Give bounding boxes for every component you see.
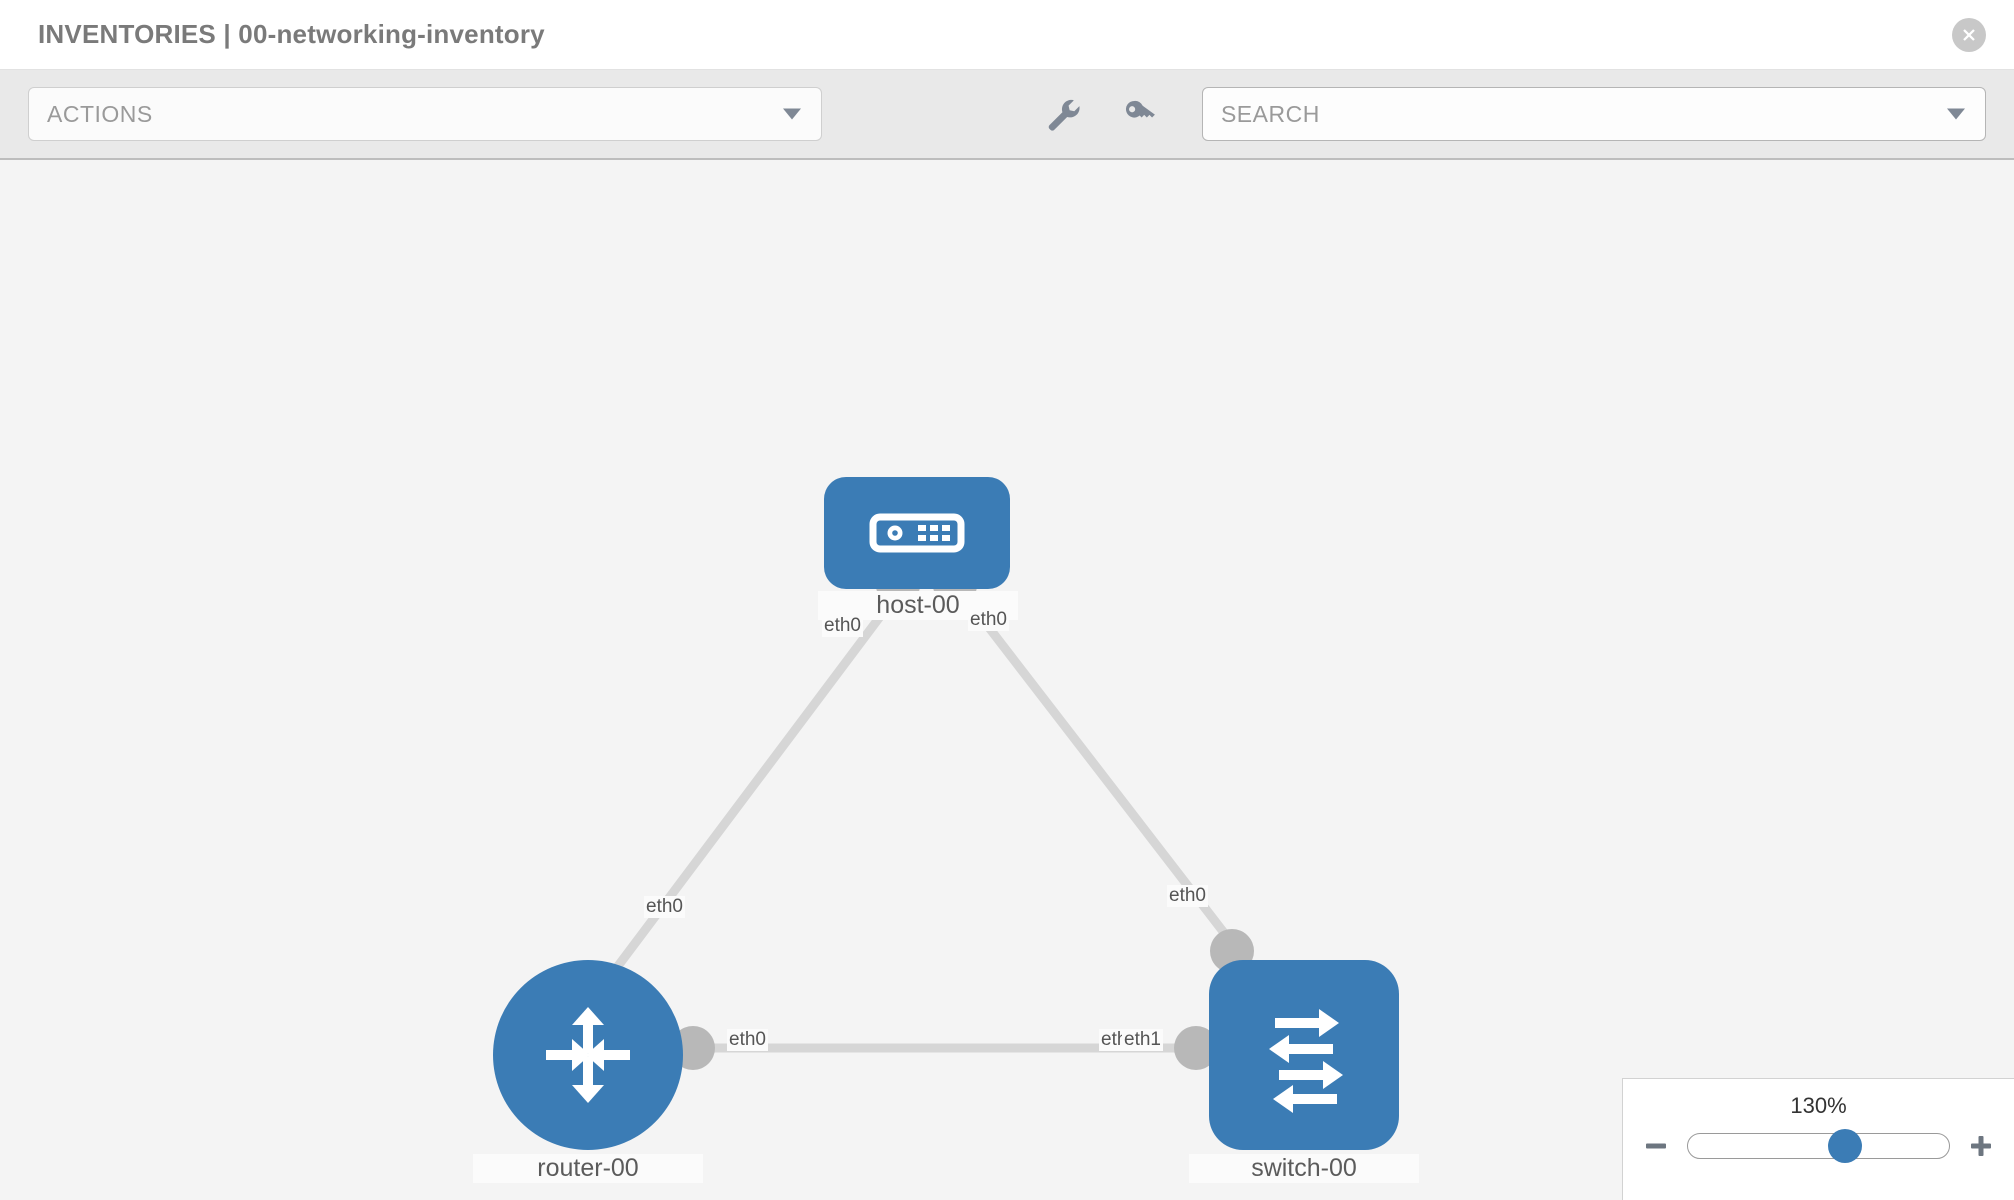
connector-switch00-left — [1174, 1026, 1218, 1070]
page-title: INVENTORIES | 00-networking-inventory — [38, 19, 545, 49]
wrench-icon[interactable] — [1042, 93, 1084, 135]
key-icon[interactable] — [1118, 93, 1160, 135]
zoom-slider-handle[interactable] — [1827, 1129, 1862, 1163]
chevron-down-icon — [782, 108, 801, 120]
zoom-slider-row — [1623, 1129, 2014, 1163]
switch-arrows-icon — [1269, 1009, 1343, 1113]
node-switch-00-shape[interactable] — [1209, 960, 1399, 1150]
iface-label-switch00-eth1: eth1 — [1122, 1029, 1163, 1051]
node-switch-00[interactable]: switch-00 — [1189, 960, 1419, 1183]
router-arrows-icon — [546, 1007, 630, 1103]
server-device-icon — [869, 513, 965, 553]
iface-label-router00-uplink: eth0 — [644, 896, 685, 918]
iface-label-host00-right: eth0 — [968, 609, 1009, 631]
actions-dropdown-label: ACTIONS — [47, 100, 153, 127]
topology-links-layer — [596, 563, 1254, 1070]
node-router-00-label: router-00 — [473, 1154, 703, 1183]
topology-toolbar: ACTIONS SEARCH — [0, 70, 2014, 160]
node-router-00[interactable]: router-00 — [473, 960, 703, 1183]
actions-dropdown[interactable]: ACTIONS — [28, 87, 822, 141]
toolbar-icon-group — [1042, 93, 1160, 135]
iface-label-switch00-uplink: eth0 — [1167, 885, 1208, 907]
zoom-slider-track[interactable] — [1687, 1129, 1950, 1163]
close-icon[interactable] — [1952, 17, 1986, 52]
search-placeholder: SEARCH — [1220, 100, 1320, 127]
chevron-down-icon[interactable] — [1947, 108, 1965, 120]
search-input[interactable]: SEARCH — [1201, 87, 1986, 141]
zoom-control: 130% — [1622, 1078, 2014, 1200]
page-header: INVENTORIES | 00-networking-inventory — [0, 0, 2014, 70]
zoom-level-label: 130% — [1790, 1093, 1847, 1118]
minus-icon[interactable] — [1639, 1129, 1673, 1163]
plus-icon[interactable] — [1964, 1129, 1998, 1163]
iface-label-host00-left: eth0 — [822, 615, 863, 637]
node-router-00-shape[interactable] — [493, 960, 683, 1150]
node-host-00[interactable]: host-00 — [818, 477, 1018, 620]
topology-canvas[interactable]: host-00 — [0, 160, 2014, 1200]
link-host00-router00 — [596, 587, 904, 993]
iface-label-switch00-overlap: eth — [1099, 1029, 1130, 1051]
node-host-00-shape[interactable] — [824, 477, 1010, 589]
iface-label-router00-eth0: eth0 — [727, 1029, 768, 1051]
node-switch-00-label: switch-00 — [1189, 1154, 1419, 1183]
